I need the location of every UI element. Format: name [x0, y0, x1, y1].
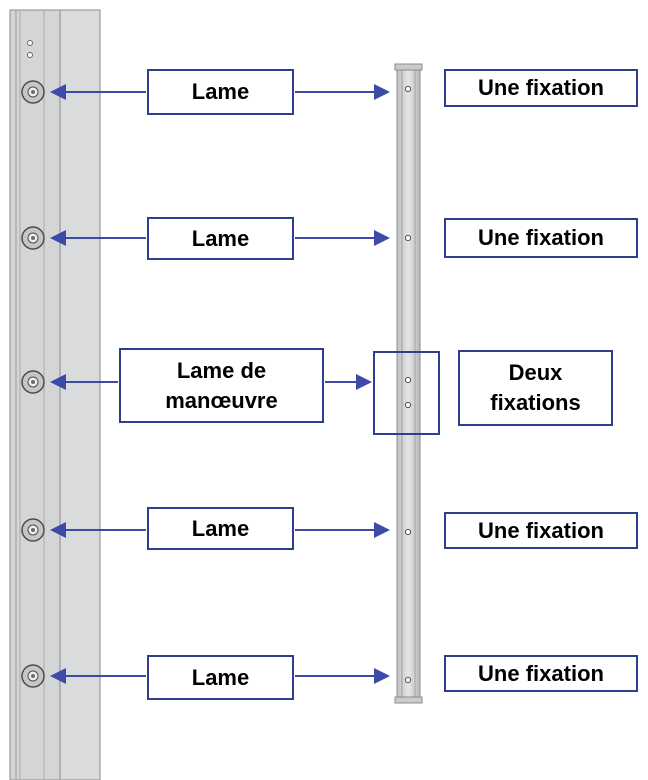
double-fixation-label: Deux fixations — [458, 350, 613, 426]
screw-hole-icon — [404, 376, 412, 384]
blade-label: Lame — [147, 217, 294, 260]
screw-hole-icon — [404, 528, 412, 536]
screw-hole-icon — [404, 676, 412, 684]
fixation-label: Une fixation — [444, 655, 638, 692]
screw-hole-icon — [404, 85, 412, 93]
double-fixation-highlight — [373, 351, 440, 435]
fixation-label: Une fixation — [444, 512, 638, 549]
screw-hole-icon — [404, 234, 412, 242]
left-rail — [9, 9, 101, 780]
bolt-icon — [21, 80, 45, 104]
fixation-label: Une fixation — [444, 69, 638, 107]
bolt-icon — [21, 664, 45, 688]
blade-label: Lame — [147, 69, 294, 115]
bolt-icon — [21, 518, 45, 542]
bolt-icon — [21, 370, 45, 394]
manoeuvre-blade-label: Lame de manœuvre — [119, 348, 324, 423]
blade-label: Lame — [147, 655, 294, 700]
bolt-icon — [21, 226, 45, 250]
blade-label: Lame — [147, 507, 294, 550]
right-rail — [394, 63, 423, 704]
screw-hole-icon — [404, 401, 412, 409]
fixation-label: Une fixation — [444, 218, 638, 258]
